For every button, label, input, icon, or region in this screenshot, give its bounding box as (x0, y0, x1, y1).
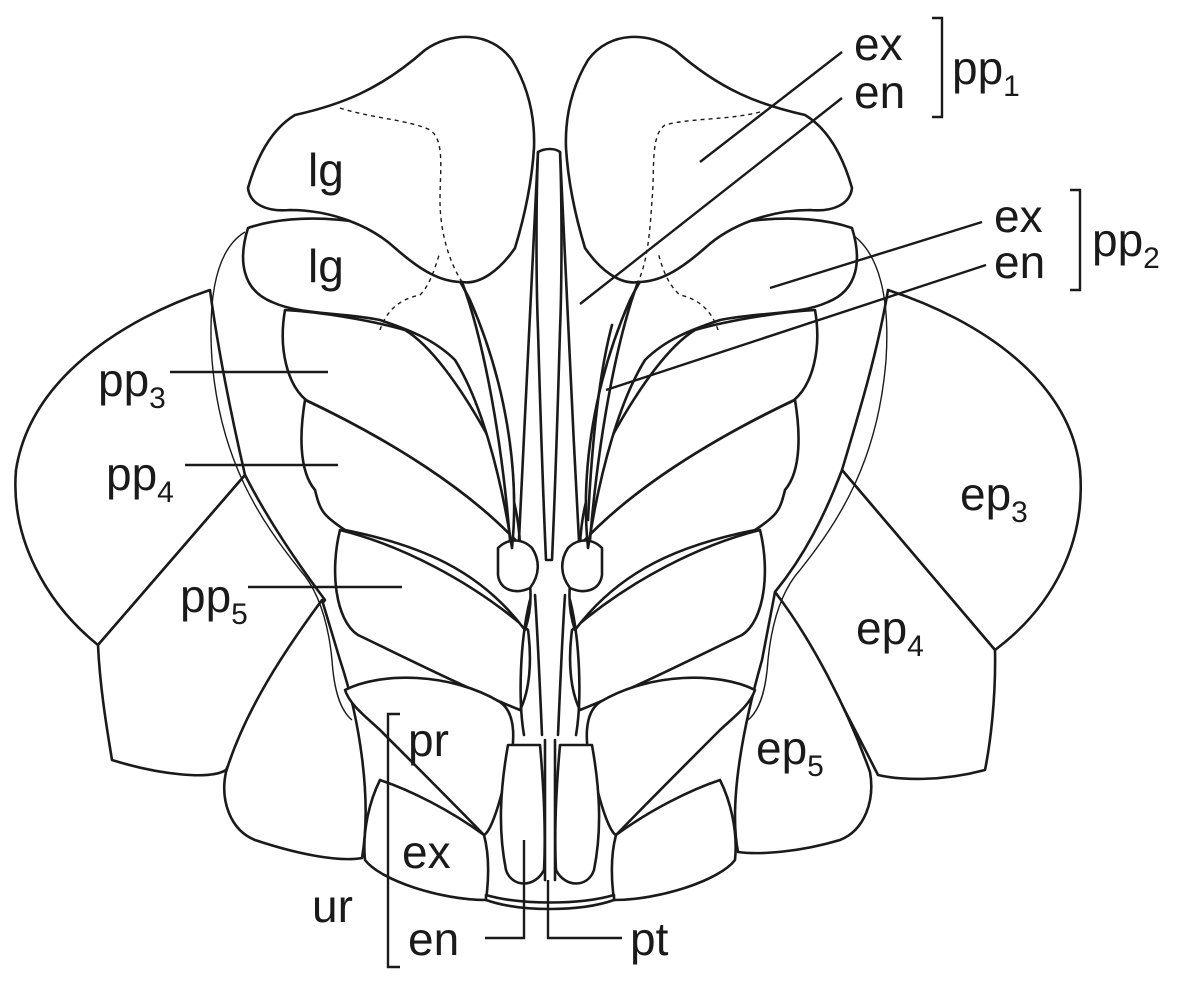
label-en-uropod: en (408, 913, 459, 965)
margin-line-left (210, 231, 353, 721)
label-ep5: ep5 (756, 722, 824, 783)
lamella-right (564, 35, 854, 284)
label-en-pp1: en (854, 66, 905, 118)
label-ex-uropod: ex (402, 826, 451, 878)
label-pp4: pp4 (106, 448, 174, 509)
label-pt: pt (630, 913, 669, 965)
label-en-pp2: en (994, 236, 1045, 288)
uropods (343, 676, 757, 911)
uropod-protopod-right (585, 676, 757, 837)
median-stems (496, 147, 604, 882)
label-lg-upper: lg (308, 144, 344, 196)
epimera-left (14, 288, 367, 861)
epimeron-4-right (773, 468, 997, 781)
leader-lines (170, 16, 1082, 969)
epimeron-5-right (733, 590, 873, 855)
label-pr: pr (408, 714, 449, 766)
label-ex-pp2: ex (994, 190, 1043, 242)
pleotelson (484, 893, 616, 911)
label-ep4: ep4 (856, 602, 924, 663)
lamella-left (246, 35, 536, 284)
uropod-endopod-right (553, 743, 601, 885)
label-pp1: pp1 (952, 42, 1020, 103)
label-ur: ur (312, 880, 353, 932)
label-lg-lower: lg (308, 240, 344, 292)
pleopod-2-right-endopod (586, 323, 614, 522)
epimeron-5-left (223, 598, 367, 861)
label-pp3: pp3 (98, 354, 166, 415)
epimeron-3-right (840, 288, 1083, 652)
epimeron-3-left (14, 288, 247, 647)
uropod-endopod-left (499, 743, 547, 885)
label-pp5: pp5 (180, 570, 248, 631)
pleopod-1 (246, 35, 854, 542)
labels: ex en pp1 ex en pp2 lg lg pp3 pp4 pp5 ep… (98, 18, 1160, 965)
margin-line-right (747, 231, 888, 721)
label-ex-pp1: ex (854, 18, 903, 70)
label-ep3: ep3 (960, 468, 1028, 529)
label-pp2: pp2 (1092, 214, 1160, 275)
epimera-right (733, 288, 1083, 855)
